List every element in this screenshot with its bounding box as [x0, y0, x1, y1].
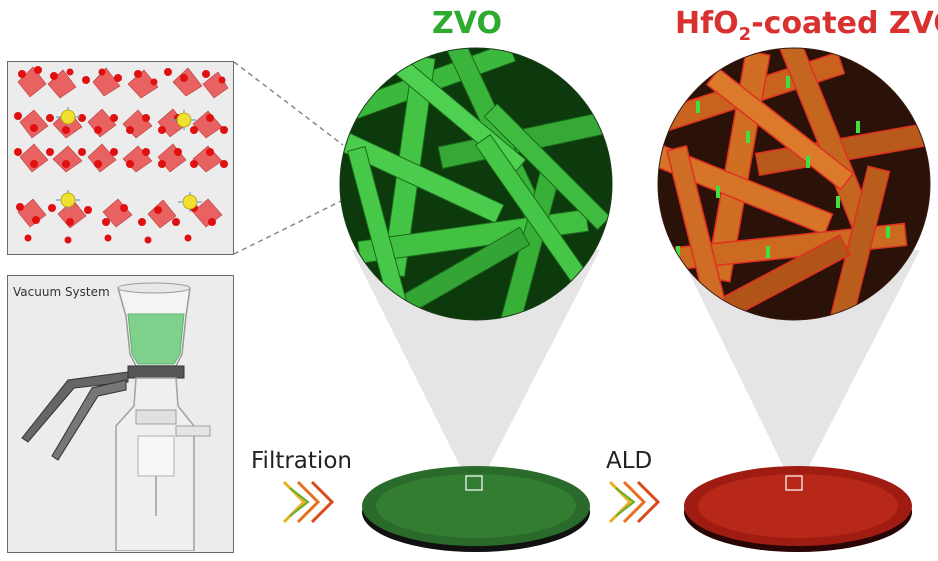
vacuum-system-panel [7, 275, 234, 553]
filtration-arrow-icon [282, 480, 335, 524]
coated-zvo-nanowire-circle [657, 47, 931, 321]
coated-title-suffix: -coated ZVO [751, 6, 938, 41]
vacuum-filtration-apparatus [21, 282, 211, 552]
filtration-label: Filtration [251, 448, 352, 474]
zvo-nanowire-circle [339, 47, 613, 321]
coated-title-subscript: 2 [738, 24, 752, 45]
coated-zvo-filter-membrane [684, 466, 912, 552]
zvo-filter-membrane [362, 466, 590, 552]
coated-zvo-title: HfO2-coated ZVO [675, 6, 938, 45]
crystal-structure-illustration [14, 66, 229, 244]
coated-title-prefix: HfO [675, 6, 739, 41]
ald-label: ALD [606, 448, 653, 474]
vacuum-system-label: Vacuum System [13, 285, 110, 299]
zvo-title: ZVO [432, 6, 502, 41]
crystal-structure-panel [7, 61, 234, 255]
ald-arrow-icon [608, 480, 661, 524]
